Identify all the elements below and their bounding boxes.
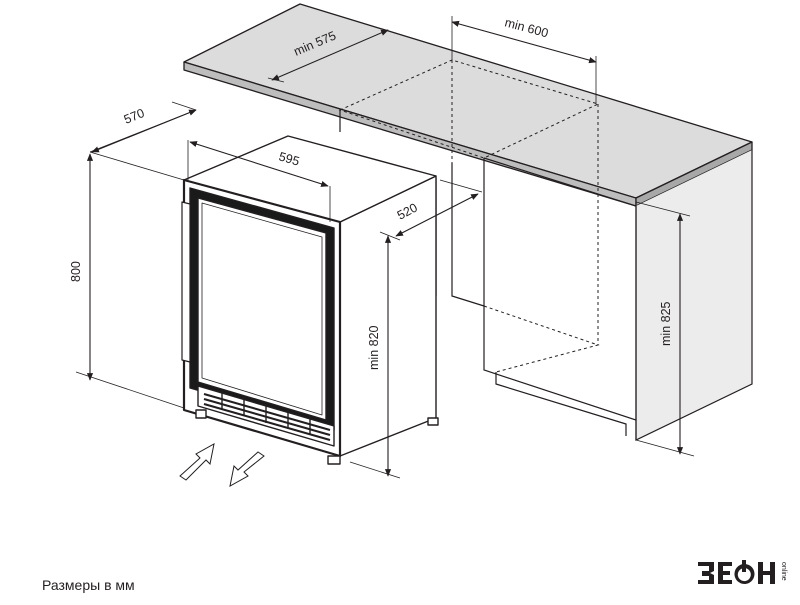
dim-line-min575 [271, 29, 389, 81]
dim-label-min600: min 600 [503, 15, 550, 40]
dim-label-595: 595 [277, 149, 301, 168]
dimension-lines [86, 20, 684, 477]
dim-label-min820: min 820 [367, 325, 381, 370]
zeon-logo: online [696, 558, 792, 588]
dim-line-570 [91, 109, 197, 153]
dim-label-800: 800 [69, 261, 83, 282]
niche-outline [338, 59, 600, 373]
dim-label-min825: min 825 [659, 301, 673, 346]
logo-tagline: online [780, 562, 787, 581]
units-caption: Размеры в мм [42, 577, 135, 593]
wine-fridge [181, 135, 439, 465]
dim-line-520 [395, 193, 479, 237]
airflow-arrows [179, 443, 265, 487]
cabinet [339, 110, 753, 441]
dim-line-595 [189, 141, 329, 187]
dim-line-min600 [451, 20, 597, 64]
dim-label-570: 570 [122, 106, 147, 127]
